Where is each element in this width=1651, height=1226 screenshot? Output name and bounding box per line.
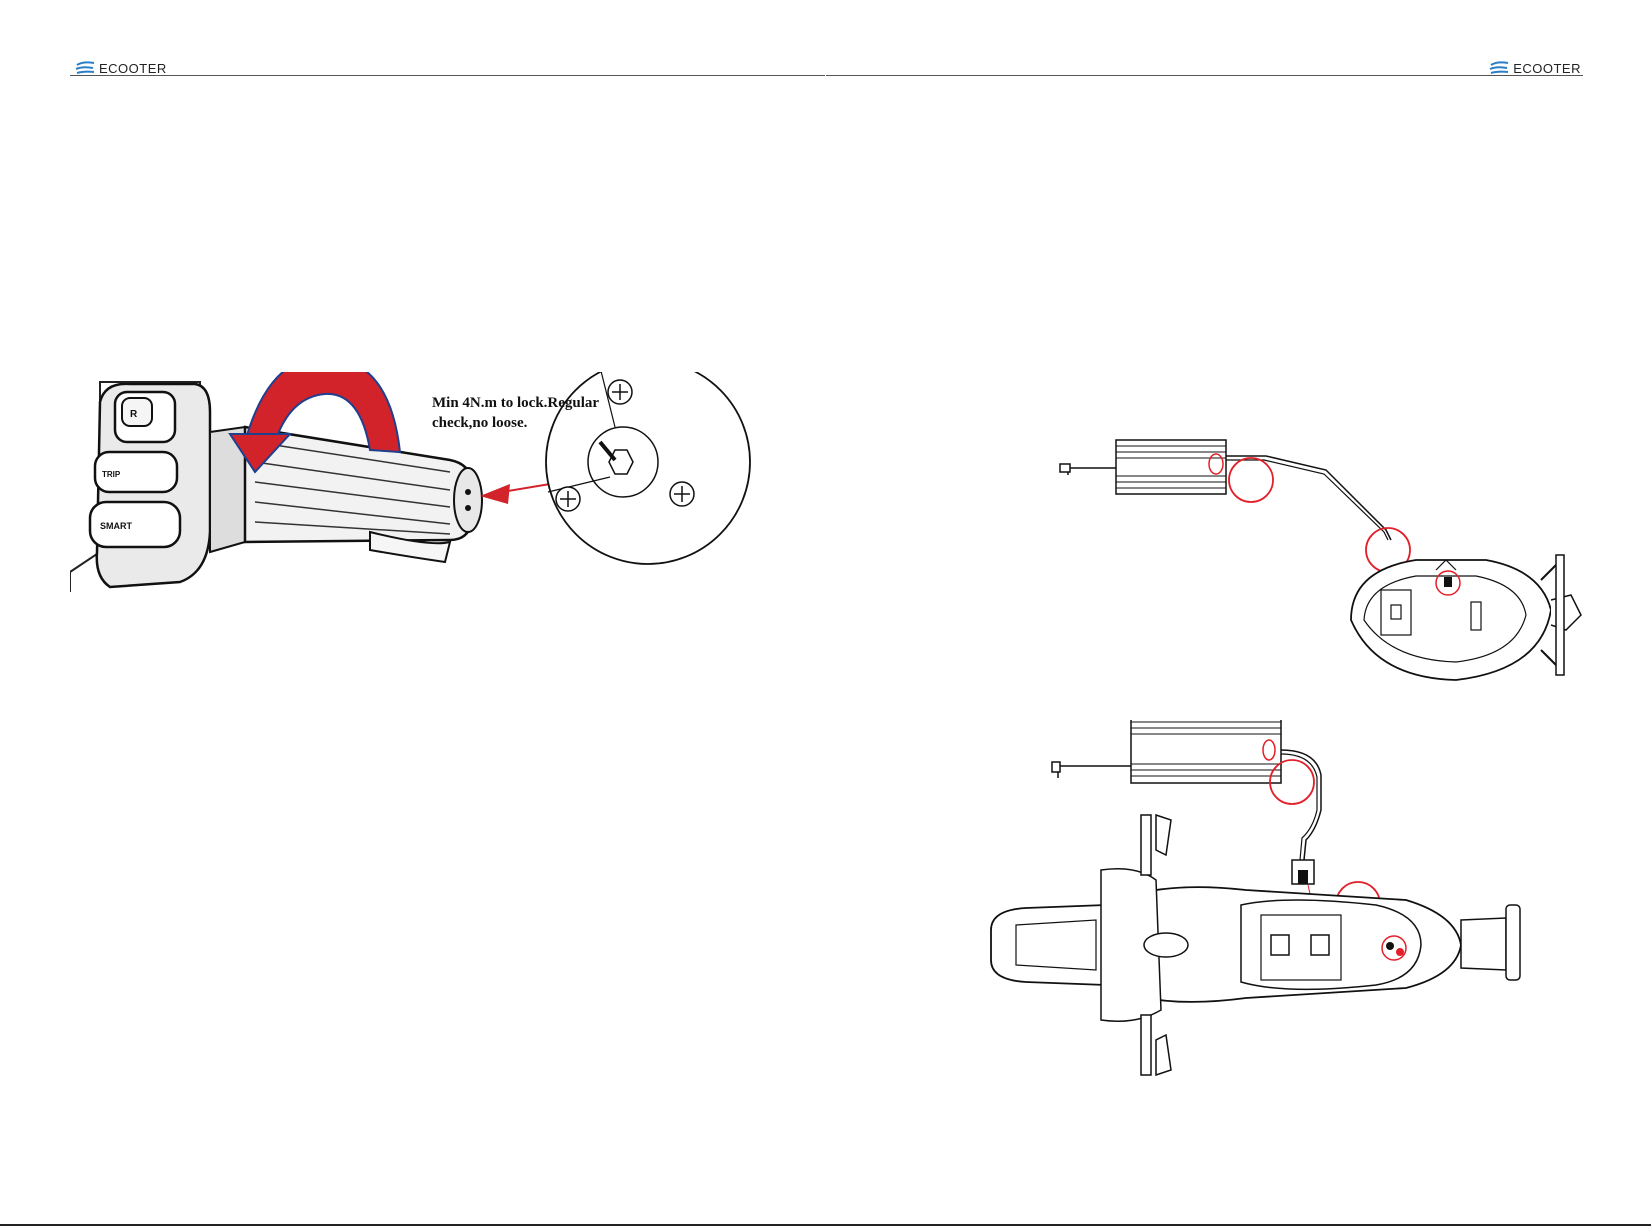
highlight-circle — [1229, 458, 1273, 502]
throttle-grip-illustration: R TRIP SMART — [70, 372, 770, 632]
pointer-arrowhead — [480, 484, 510, 504]
right-page: ECOOTER — [826, 0, 1651, 1226]
header-divider — [826, 75, 1583, 76]
logo-text: ECOOTER — [1513, 62, 1581, 75]
charger-unit — [1060, 440, 1391, 540]
torque-instruction: Min 4N.m to lock.Regular check,no loose. — [432, 393, 599, 433]
trip-button-label: TRIP — [102, 470, 121, 479]
r-button-label: R — [130, 409, 138, 420]
ecooter-logo-icon — [1488, 60, 1510, 76]
scooter-rear-view — [1351, 555, 1581, 680]
logo-text: ECOOTER — [99, 62, 167, 75]
header-divider — [70, 75, 825, 76]
charger-connection-diagram-1 — [996, 420, 1626, 710]
switch-housing: R TRIP SMART — [90, 384, 210, 587]
charger-unit — [1052, 720, 1321, 884]
charger-connection-diagram-2 — [986, 720, 1626, 1090]
left-page: ECOOTER R TRIP SMART — [0, 0, 825, 1226]
ecooter-logo-icon — [74, 60, 96, 76]
smart-button-label: SMART — [100, 521, 132, 531]
scooter-top-view — [991, 815, 1520, 1075]
